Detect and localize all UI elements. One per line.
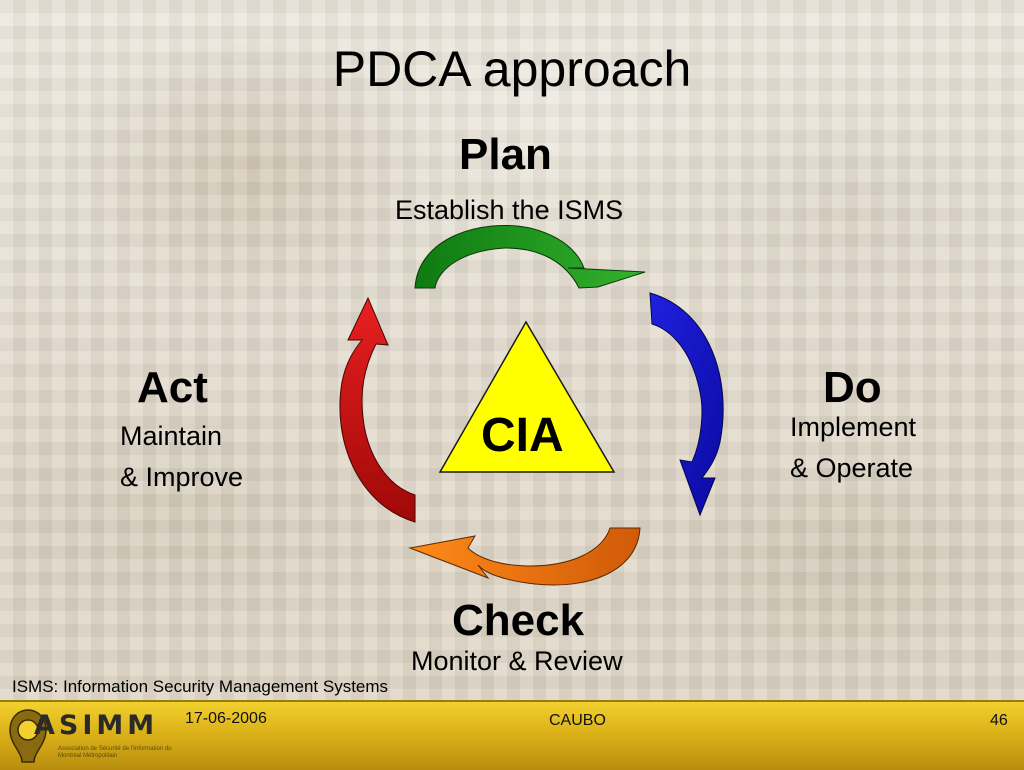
footer-bar: ASIMM Association de Sécurité de l'Infor…	[0, 700, 1024, 770]
logo-wordmark: ASIMM	[34, 710, 159, 741]
asimm-logo: ASIMM Association de Sécurité de l'Infor…	[6, 706, 176, 766]
do-label: Do	[823, 363, 882, 412]
do-arrow	[649, 292, 724, 517]
footer-center-text: CAUBO	[549, 712, 606, 729]
plan-label: Plan	[459, 130, 552, 179]
page-number: 46	[990, 712, 1008, 729]
logo-tagline: Association de Sécurité de l'Information…	[58, 746, 172, 759]
do-description-line-1: Implement	[790, 412, 917, 442]
cia-triangle	[438, 320, 616, 473]
plan-description: Establish the ISMS	[395, 195, 624, 225]
footnote: ISMS: Information Security Management Sy…	[12, 677, 389, 696]
check-arrow	[408, 527, 641, 586]
act-label: Act	[137, 363, 208, 412]
plan-arrow	[414, 225, 646, 289]
act-description-line-2: & Improve	[120, 462, 244, 492]
check-description: Monitor & Review	[411, 646, 623, 676]
pdca-cycle-diagram	[339, 225, 724, 586]
cia-label: CIA	[481, 409, 564, 462]
act-description-line-1: Maintain	[120, 421, 223, 451]
footer-date: 17-06-2006	[185, 710, 267, 727]
do-description-line-2: & Operate	[790, 453, 914, 483]
logo-emblem-icon	[9, 709, 47, 763]
slide-title: PDCA approach	[332, 41, 692, 97]
check-label: Check	[452, 596, 585, 645]
act-arrow	[339, 296, 416, 523]
